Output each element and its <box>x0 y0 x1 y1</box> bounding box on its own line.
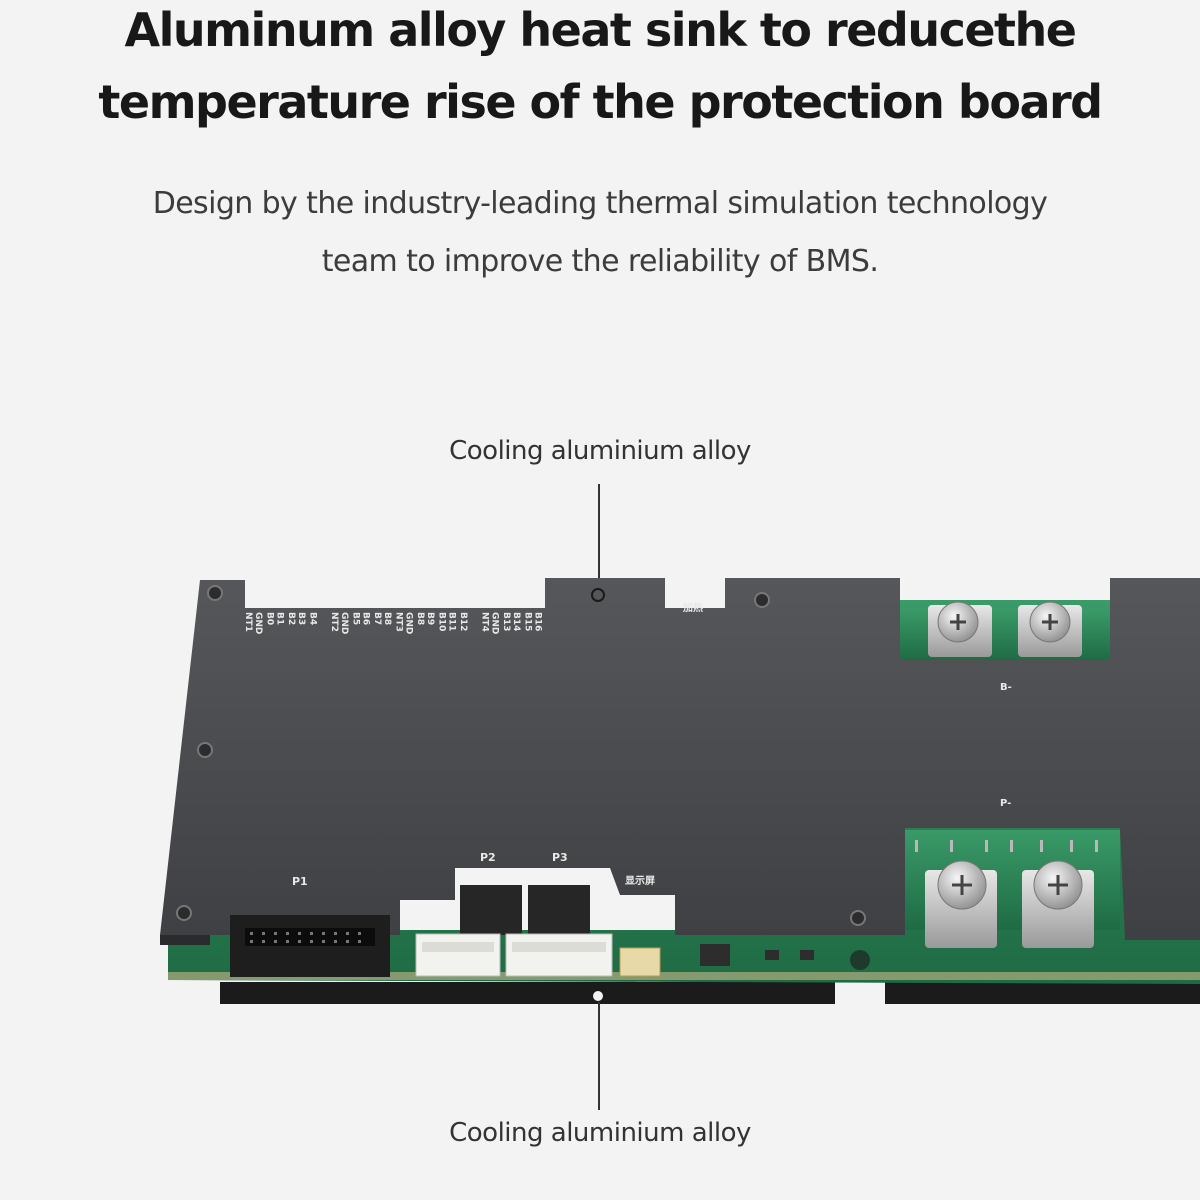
pin-label: B4 <box>308 612 318 625</box>
mount-hole <box>197 742 213 758</box>
smd-components <box>700 944 870 970</box>
connector-white-1 <box>415 933 501 977</box>
heating-label: 加热 <box>682 601 703 614</box>
mount-hole <box>850 910 866 926</box>
p1-label: P1 <box>292 875 308 888</box>
pin-label: B14 <box>511 612 521 631</box>
p-minus-pins <box>915 840 1098 852</box>
pin-label: GND <box>253 612 263 634</box>
callout-top-label: Cooling aluminium alloy <box>449 436 751 466</box>
pin-label: B15 <box>523 612 533 631</box>
terminal-b-minus-2 <box>1018 601 1082 657</box>
pin-label: B9 <box>425 612 435 625</box>
description-line-1: Design by the industry-leading thermal s… <box>152 186 1048 221</box>
pin-label: B0 <box>265 612 275 625</box>
mount-hole <box>754 592 770 608</box>
mount-hole <box>207 585 223 601</box>
headline-line-2: temperature rise of the protection board <box>98 75 1103 129</box>
callout-top-leader-line <box>598 484 600 588</box>
bottom-heatsink-left <box>220 982 835 1004</box>
display-label: 显示屏 <box>625 875 655 887</box>
pin-label: NT2 <box>329 612 339 632</box>
pin-label: NT1 <box>243 612 253 632</box>
main-heatsink-edge <box>160 935 210 945</box>
b-minus-label: B- <box>1000 682 1012 693</box>
pin-label: B11 <box>447 612 457 631</box>
callout-bottom-leader-line <box>598 1002 600 1110</box>
pin-label: NT4 <box>480 612 490 632</box>
main-heatsink-plate <box>160 578 1200 940</box>
pin-label: GND <box>339 612 349 634</box>
p3-label: P3 <box>552 851 568 864</box>
pin-label: B16 <box>533 612 543 631</box>
pin-label: NT3 <box>394 612 404 632</box>
headline-line-1: Aluminum alloy heat sink to reducethe <box>124 3 1078 57</box>
pin-label: B10 <box>437 612 447 631</box>
pin-label: B3 <box>296 612 306 625</box>
pin-label: B1 <box>275 612 285 625</box>
p3-connector-block <box>528 885 590 935</box>
pin-label: B6 <box>361 612 371 625</box>
bottom-heatsink-right <box>885 982 1200 1004</box>
pin-label: B5 <box>351 612 361 625</box>
callout-bottom-anchor <box>591 989 605 1003</box>
terminal-b-minus-1 <box>928 601 992 657</box>
callout-top-anchor <box>591 588 605 602</box>
pin-label: B13 <box>501 612 511 631</box>
mount-hole <box>176 905 192 921</box>
pin-label: B2 <box>286 612 296 625</box>
p1-box-header <box>230 915 390 977</box>
connector-white-2 <box>505 933 613 977</box>
pcb-edge <box>168 972 1200 980</box>
pin-label: B7 <box>372 612 382 625</box>
description-line-2: team to improve the reliability of BMS. <box>321 244 879 279</box>
callout-bottom-label: Cooling aluminium alloy <box>449 1118 751 1148</box>
pin-label: B8 <box>382 612 392 625</box>
pin-label: GND <box>490 612 500 634</box>
p-minus-label: P- <box>1000 798 1011 809</box>
terminal-p-minus-1 <box>925 860 997 948</box>
pin-label: GND <box>404 612 414 634</box>
terminal-p-minus-2 <box>1022 860 1094 948</box>
connector-display <box>619 947 661 977</box>
p2-connector-block <box>460 885 522 935</box>
pin-label: B8 <box>415 612 425 625</box>
pin-label: B12 <box>458 612 468 631</box>
p2-label: P2 <box>480 851 496 864</box>
